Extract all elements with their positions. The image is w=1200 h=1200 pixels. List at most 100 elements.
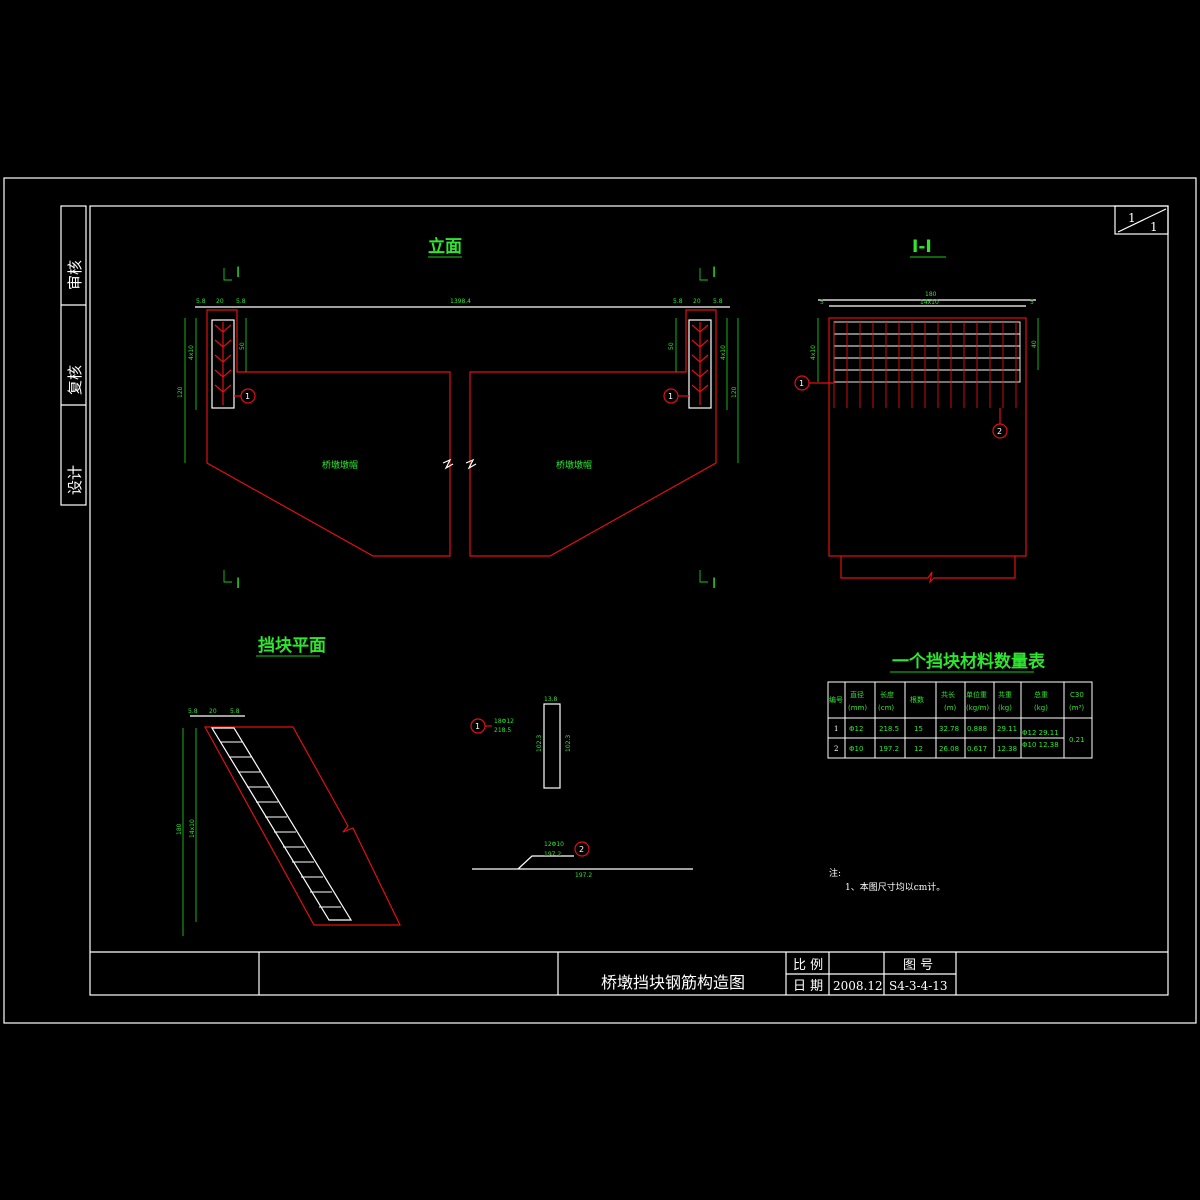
- th-len-unit: (cm): [878, 704, 894, 712]
- r1-wt: 29.11: [997, 725, 1017, 733]
- section-callout-1: 1: [799, 379, 804, 388]
- notes: 注: 1、本图尺寸均以cm计。: [829, 867, 945, 893]
- dim-top-left-a: 5.8: [196, 298, 206, 305]
- th-unit-wt-unit: (kg/m): [966, 704, 989, 712]
- r1-unit-wt: 0.888: [967, 725, 987, 733]
- check-label: 复核: [66, 365, 84, 395]
- scale-label: 比 例: [793, 958, 823, 973]
- bar1-label: 18Φ12: [494, 718, 514, 725]
- design-label: 设计: [66, 465, 84, 495]
- r1-sum-wt: Φ12 29.11: [1022, 729, 1059, 737]
- detail-callout-2: 2: [579, 845, 584, 854]
- r1-total-len: 32.78: [939, 725, 959, 733]
- dim-top-right-c: 5.8: [713, 298, 723, 305]
- section-mark-tl: I: [236, 265, 240, 281]
- notes-line1: 1、本图尺寸均以cm计。: [845, 881, 945, 893]
- r1-len: 218.5: [879, 725, 899, 733]
- elevation-view: 立面 I I I I 桥墩墩帽 桥墩墩帽 5.8 20 5.8 1398.4 5…: [177, 236, 739, 592]
- callout-1-left: 1: [245, 392, 250, 401]
- th-wt-unit: (kg): [998, 704, 1012, 712]
- bar1-length: 218.5: [494, 727, 511, 734]
- pier-label-right: 桥墩墩帽: [556, 459, 592, 471]
- plan-dim-top-a: 5.8: [188, 708, 198, 715]
- section-dim-left-height: 4x10: [810, 345, 817, 360]
- r2-unit-wt: 0.617: [967, 745, 987, 753]
- dim-top-left-b: 20: [216, 298, 224, 305]
- section-dim-right-side: 5: [1030, 299, 1034, 306]
- bar1-height-a: 102.3: [536, 735, 543, 752]
- bar2-length: 197.2: [544, 851, 561, 858]
- inner-frame: [89, 205, 1169, 996]
- material-table: 一个挡块材料数量表 编号 直径 (mm) 长度 (cm) 根数 共长 (m) 单…: [827, 651, 1093, 759]
- plan-title: 挡块平面: [258, 635, 326, 656]
- th-total-len: 共长: [941, 690, 955, 699]
- dim-top-left-c: 5.8: [236, 298, 246, 305]
- r2-dia: Φ10: [849, 745, 863, 753]
- r2-count: 12: [914, 745, 923, 753]
- drawing-title: 桥墩挡块钢筋构造图: [601, 973, 745, 992]
- dim-left-2: 50: [239, 342, 246, 350]
- section-view: I-I 18: [794, 237, 1039, 584]
- th-wt: 共重: [998, 690, 1012, 699]
- sheet-index-top: 1: [1128, 211, 1136, 225]
- detail-callout-1: 1: [475, 722, 480, 731]
- plan-dim-top-b: 20: [209, 708, 217, 715]
- th-total-len-unit: (m): [944, 704, 957, 712]
- section-mark-tr: I: [712, 265, 716, 281]
- review-label: 审核: [66, 260, 84, 290]
- callout-1-right: 1: [668, 392, 673, 401]
- r2-total-len: 26.08: [939, 745, 959, 753]
- dim-top-right-b: 20: [693, 298, 701, 305]
- plan-dim-left-total: 180: [176, 823, 183, 835]
- th-unit-wt: 单位重: [966, 690, 987, 699]
- r1-no: 1: [834, 725, 838, 733]
- th-count: 根数: [910, 695, 924, 704]
- outer-frame: [3, 177, 1197, 1024]
- notes-title: 注:: [829, 867, 841, 879]
- th-dia: 直径: [850, 690, 864, 699]
- r2-sum-wt: Φ10 12.38: [1022, 741, 1059, 749]
- th-c30-unit: (m³): [1069, 704, 1084, 712]
- plan-view: 挡块平面 5.8 20 5.8 180 14x10: [176, 635, 401, 936]
- th-c30: C30: [1070, 691, 1084, 699]
- bar1-height-b: 102.3: [565, 735, 572, 752]
- plan-dim-left-inner: 14x10: [189, 819, 196, 838]
- dim-top-right-a: 5.8: [673, 298, 683, 305]
- c30-value: 0.21: [1069, 736, 1085, 744]
- date-label: 日 期: [793, 979, 823, 994]
- plan-dim-top-c: 5.8: [230, 708, 240, 715]
- section-mark-bl: I: [236, 576, 240, 592]
- bar2-label: 12Φ10: [544, 841, 564, 848]
- section-dim-right-height: 40: [1031, 340, 1038, 348]
- th-sum-wt-unit: (kg): [1034, 704, 1048, 712]
- th-len: 长度: [880, 690, 894, 699]
- th-no: 编号: [829, 695, 843, 704]
- r1-dia: Φ12: [849, 725, 863, 733]
- dim-right-2: 50: [668, 342, 675, 350]
- bar1-top: 13.8: [544, 696, 558, 703]
- r2-no: 2: [834, 745, 838, 753]
- dim-left-3: 120: [177, 386, 184, 398]
- section-callout-2: 2: [997, 427, 1002, 436]
- date-value: 2008.12: [833, 979, 883, 993]
- r1-count: 15: [914, 725, 923, 733]
- title-block: 桥墩挡块钢筋构造图 比 例 日 期 2008.12 图 号 S4-3-4-13: [90, 951, 1168, 995]
- section-dim-left-side: 5: [820, 299, 824, 306]
- th-sum-wt: 总重: [1034, 690, 1048, 699]
- r2-len: 197.2: [879, 745, 899, 753]
- sheet-index-box: 1 1: [1114, 205, 1169, 235]
- elevation-title: 立面: [428, 236, 462, 257]
- section-title: I-I: [912, 237, 932, 257]
- sheet-index-bottom: 1: [1150, 220, 1158, 234]
- bar2-total: 197.2: [575, 872, 592, 879]
- dim-right-1: 4x10: [720, 345, 727, 360]
- pier-label-left: 桥墩墩帽: [322, 459, 358, 471]
- section-mark-br: I: [712, 576, 716, 592]
- section-dim-top: 180: [925, 291, 937, 298]
- dim-span: 1398.4: [450, 298, 471, 305]
- th-dia-unit: (mm): [848, 704, 867, 712]
- approval-stamp: 审核 复核 设计: [60, 205, 87, 506]
- drawing-no-label: 图 号: [903, 958, 933, 973]
- rebar-detail-1: 13.8 102.3 102.3 1 18Φ12 218.5: [470, 696, 572, 789]
